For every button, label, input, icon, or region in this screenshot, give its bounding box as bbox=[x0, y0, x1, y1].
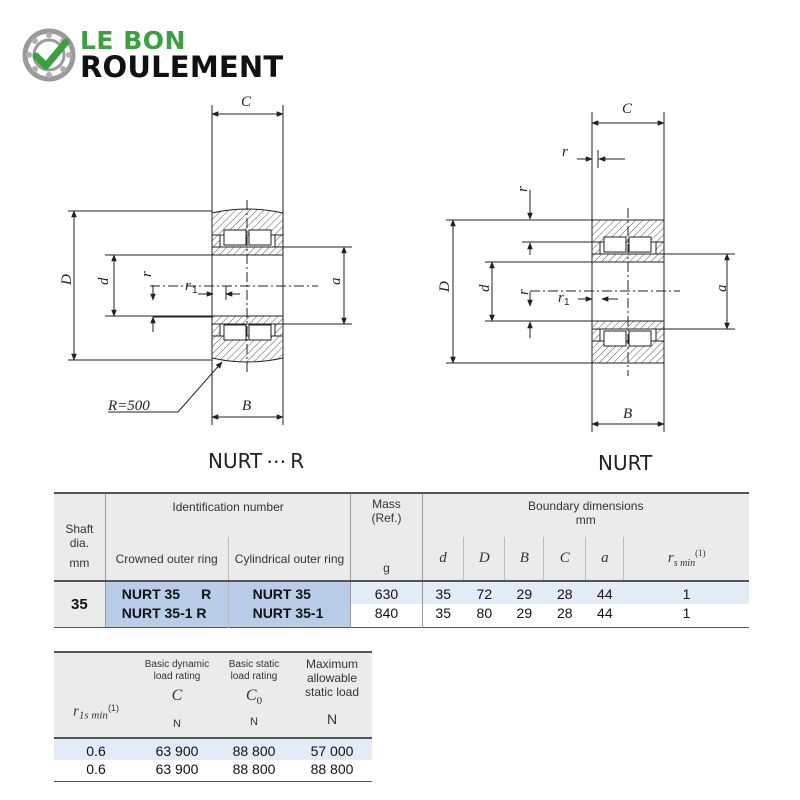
dim-label-r1-vert: r bbox=[139, 271, 155, 277]
cylindrical-header: Cylindrical outer ring bbox=[227, 537, 351, 581]
dyn-row-2: 63 900 bbox=[155, 761, 199, 777]
dim-label-c: C bbox=[241, 94, 252, 110]
dim-label-D-right: D bbox=[437, 281, 453, 293]
dim-label-r-top: r bbox=[562, 144, 568, 160]
a-row-1: 44 bbox=[585, 581, 624, 604]
crowned-row-2: NURT 35-1 R bbox=[104, 604, 229, 628]
r1s-subscript: 1s min bbox=[78, 709, 108, 721]
B-row-1: 29 bbox=[504, 581, 544, 604]
dim-label-B-right: B bbox=[623, 406, 632, 422]
col-rs-min: rs min(1) bbox=[623, 537, 749, 581]
dyn-row-1: 63 900 bbox=[155, 743, 199, 759]
rs-symbol: r bbox=[667, 550, 674, 566]
drawing-nurt-r: C D d r r 1 a R=500 B bbox=[59, 94, 352, 425]
dyn-rating-header: Basic dynamic load rating C N bbox=[138, 652, 216, 738]
dim-label-B: B bbox=[242, 398, 251, 414]
dim-label-r1b-sub-right: 1 bbox=[564, 297, 570, 308]
C-row-2: 28 bbox=[557, 605, 573, 621]
dim-label-a-right: a bbox=[714, 285, 730, 293]
stat-rating-unit: N bbox=[250, 716, 258, 729]
dimensions-table: Shaft dia. mm Identification number Mass… bbox=[54, 492, 749, 628]
B-row-2: 29 bbox=[516, 605, 533, 621]
a-row-2: 44 bbox=[597, 605, 613, 621]
mass-unit: g bbox=[350, 537, 423, 581]
shaft-dia-header: Shaft dia. mm bbox=[54, 492, 106, 581]
max-row-1: 57 000 bbox=[310, 743, 354, 759]
stat-row-2: 88 800 bbox=[232, 761, 276, 777]
load-rating-table: r1s min(1) Basic dynamic load rating C N… bbox=[54, 651, 372, 782]
rs-note: (1) bbox=[695, 548, 706, 558]
radius-label: R=500 bbox=[107, 398, 150, 414]
dim-label-r-left: r bbox=[515, 186, 531, 192]
dyn-rating-unit: N bbox=[173, 718, 181, 730]
rs-row-2: 1 bbox=[682, 605, 691, 621]
dim-label-d-right: d bbox=[477, 284, 493, 292]
mass-row-2: 840 bbox=[350, 604, 423, 628]
caption-nurt-r: NURT ⋯ R bbox=[208, 449, 305, 473]
ident-header: Identification number bbox=[104, 492, 351, 537]
stat-rating-label: Basic static load rating bbox=[228, 659, 280, 682]
caption-nurt: NURT bbox=[598, 451, 653, 475]
dim-label-r1b-right: r bbox=[558, 290, 564, 306]
dyn-rating-symbol: C bbox=[171, 687, 183, 704]
boundary-header: Boundary dimensions mm bbox=[421, 492, 749, 537]
shaft-dia-unit: mm bbox=[69, 556, 90, 570]
stat-rating-subscript: 0 bbox=[256, 695, 263, 708]
col-a: a bbox=[585, 537, 624, 581]
C-row-1: 28 bbox=[543, 581, 586, 604]
col-D: D bbox=[463, 537, 505, 581]
stat-rating-header: Basic static load rating C0 N bbox=[216, 652, 292, 738]
max-row-2: 88 800 bbox=[310, 761, 354, 777]
drawing-nurt: C r r D d r r 1 a B bbox=[437, 101, 735, 432]
r1s-min-header: r1s min(1) bbox=[54, 652, 138, 738]
dim-label-d: d bbox=[96, 277, 112, 285]
logo-text-line1: LE BON bbox=[80, 26, 186, 55]
cylindrical-row-2: NURT 35-1 bbox=[227, 604, 351, 628]
boundary-unit: mm bbox=[575, 513, 596, 527]
col-B: B bbox=[504, 537, 544, 581]
dim-label-r1-horiz: r bbox=[185, 278, 191, 294]
D-row-2: 80 bbox=[476, 605, 493, 621]
rs-row-1: 1 bbox=[623, 581, 749, 604]
dim-label-a: a bbox=[328, 278, 344, 286]
max-load-unit: N bbox=[326, 711, 338, 727]
dim-label-r1-sub: 1 bbox=[192, 285, 198, 296]
mass-row-1: 630 bbox=[350, 581, 423, 604]
shaft-dia-label: Shaft dia. bbox=[65, 522, 94, 550]
logo-text-line2: ROULEMENT bbox=[80, 50, 284, 84]
max-load-header: Maximum allowable static load N bbox=[292, 652, 372, 738]
stat-row-1: 88 800 bbox=[232, 743, 276, 759]
d-row-1: 35 bbox=[421, 581, 464, 604]
col-d: d bbox=[421, 537, 464, 581]
max-load-label: Maximum allowable static load bbox=[304, 657, 360, 699]
crowned-header: Crowned outer ring bbox=[104, 537, 229, 581]
r1s-row-1: 0.6 bbox=[86, 743, 106, 759]
crowned-row-1: NURT 35 R bbox=[104, 581, 229, 604]
boundary-label: Boundary dimensions bbox=[528, 499, 644, 513]
stat-rating-symbol: C bbox=[245, 687, 257, 704]
r1s-symbol: r bbox=[73, 703, 79, 719]
dim-label-r1-right: r bbox=[516, 289, 532, 295]
bearing-check-icon bbox=[22, 28, 76, 82]
D-row-1: 72 bbox=[463, 581, 505, 604]
shaft-value: 35 bbox=[54, 581, 106, 628]
r1s-row-2: 0.6 bbox=[86, 761, 106, 777]
dim-label-D: D bbox=[59, 274, 75, 286]
d-row-2: 35 bbox=[421, 604, 464, 628]
cylindrical-row-1: NURT 35 bbox=[227, 581, 351, 604]
rs-subscript: s min bbox=[673, 558, 696, 569]
brand-logo[interactable]: LE BON ROULEMENT bbox=[22, 26, 312, 86]
dyn-rating-label: Basic dynamic load rating bbox=[144, 659, 210, 682]
col-C: C bbox=[543, 537, 586, 581]
mass-header: Mass (Ref.) bbox=[350, 492, 423, 537]
dim-label-c-right: C bbox=[622, 101, 633, 117]
r1s-note: (1) bbox=[107, 702, 119, 713]
